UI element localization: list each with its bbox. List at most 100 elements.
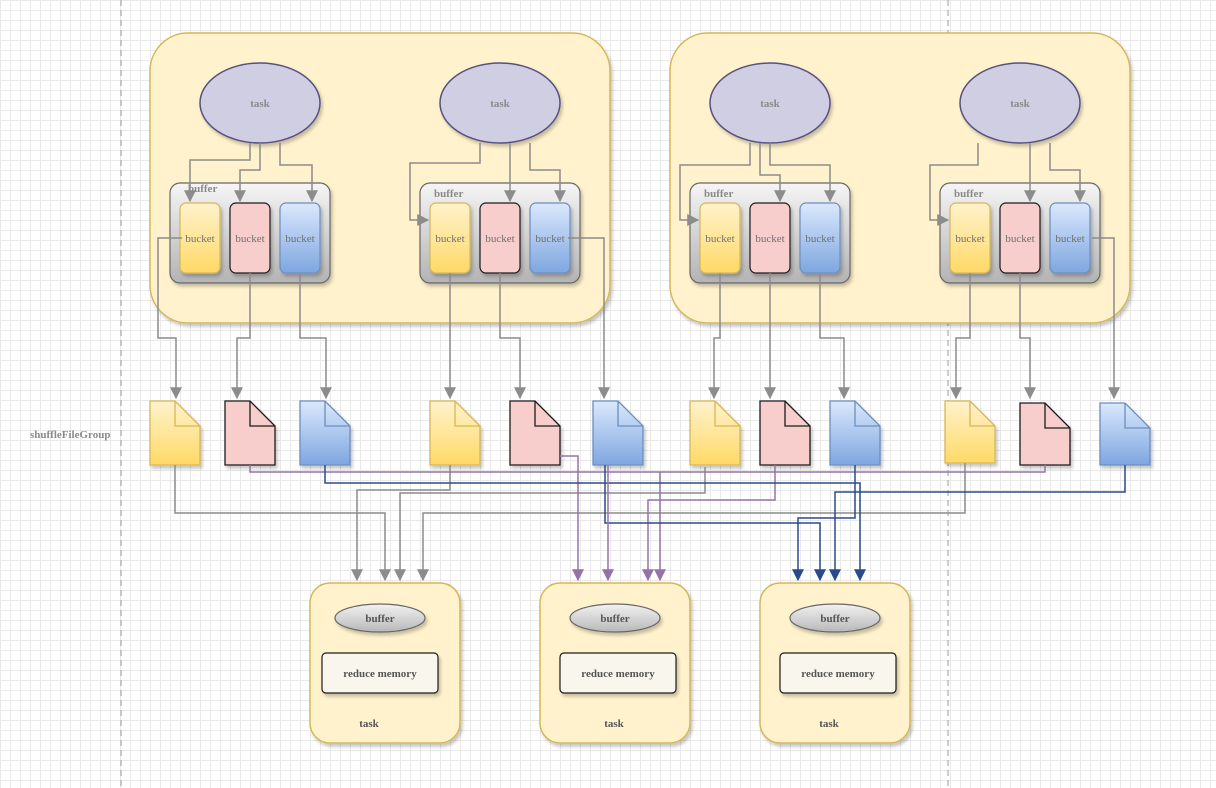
file-fold [714, 401, 740, 427]
shuffle-file-blue[interactable] [592, 400, 644, 466]
shuffle-file-pink[interactable] [509, 400, 561, 466]
file-fold [784, 401, 810, 427]
file-fold [454, 401, 480, 427]
arrow [529, 143, 566, 203]
arrow [929, 143, 979, 226]
file-to-reduce-arrows-navy [324, 465, 1126, 582]
executor-node-2: task buffer bucket bucket bucket task bu… [669, 32, 1131, 324]
arrow [299, 273, 332, 400]
map-task-ellipse[interactable] [439, 62, 561, 144]
shuffle-file-group-label: shuffleFileGroup [30, 429, 110, 441]
arrow [660, 465, 1046, 473]
reduce-buffer-ellipse [334, 603, 426, 633]
bucket-label: bucket [805, 233, 834, 245]
file-fold [1124, 403, 1150, 429]
arrow [708, 273, 721, 400]
arrow [417, 463, 966, 582]
reduce-buffer-label: buffer [820, 613, 849, 625]
reduce-memory-box [321, 652, 439, 694]
arrow [279, 143, 318, 203]
reduce-memory-box [779, 652, 897, 694]
arrow [351, 465, 451, 582]
shuffle-file-pink[interactable] [1019, 402, 1071, 466]
reduce-task-label: task [604, 718, 624, 730]
file-fold [1044, 403, 1070, 429]
bucket-label: bucket [705, 233, 734, 245]
arrow [829, 465, 1126, 582]
arrow [1019, 273, 1036, 400]
map-task-ellipse[interactable] [959, 62, 1081, 144]
file-fold [854, 401, 880, 427]
arrow [819, 273, 850, 400]
arrow [1092, 237, 1120, 400]
shuffle-file-yellow[interactable] [689, 400, 741, 466]
file-fold [534, 401, 560, 427]
file-fold [174, 401, 200, 427]
file-fold [617, 401, 643, 427]
shuffle-file-yellow[interactable] [429, 400, 481, 466]
arrow [184, 143, 251, 203]
bucket-label: bucket [1005, 233, 1034, 245]
file-fold [324, 401, 350, 427]
map-task-label: task [760, 98, 780, 110]
reduce-task-label: task [359, 718, 379, 730]
arrow [409, 143, 481, 226]
arrow [499, 273, 526, 400]
reduce-buffer-ellipse [569, 603, 661, 633]
reduce-task-3: buffer reduce memory task [759, 582, 911, 744]
arrow [679, 143, 751, 226]
reduce-memory-label: reduce memory [343, 668, 417, 680]
bucket-blue[interactable] [1049, 202, 1091, 274]
reduce-buffer-label: buffer [600, 613, 629, 625]
arrow [769, 143, 836, 203]
arrow [560, 455, 584, 582]
reduce-task-label: task [819, 718, 839, 730]
bucket-label: bucket [1055, 233, 1084, 245]
reduce-buffer-label: buffer [365, 613, 394, 625]
file-fold [969, 401, 995, 427]
bucket-label: bucket [285, 233, 314, 245]
reduce-memory-label: reduce memory [581, 668, 655, 680]
executor-node-1: task buffer bucket bucket bucket task bu… [149, 32, 611, 324]
shuffle-file-pink[interactable] [224, 400, 276, 466]
bucket-label: bucket [435, 233, 464, 245]
bucket-label: bucket [955, 233, 984, 245]
bucket-label: bucket [755, 233, 784, 245]
arrow [231, 273, 251, 400]
reduce-buffer-ellipse [789, 603, 881, 633]
arrow [1049, 143, 1086, 203]
task-to-bucket-arrows [184, 143, 1086, 226]
shuffle-files [149, 400, 1151, 466]
reduce-memory-box [559, 652, 677, 694]
arrow [324, 465, 866, 582]
file-fold [249, 401, 275, 427]
reduce-task-1: buffer reduce memory task [309, 582, 461, 744]
arrow [234, 143, 261, 203]
reduce-memory-label: reduce memory [801, 668, 875, 680]
bucket-label: bucket [485, 233, 514, 245]
map-task-label: task [250, 98, 270, 110]
arrow [950, 273, 971, 400]
buffer-label: buffer [434, 188, 463, 200]
arrow [249, 465, 666, 582]
shuffle-file-blue[interactable] [1099, 402, 1151, 466]
bucket-label: bucket [535, 233, 564, 245]
shuffle-file-blue[interactable] [299, 400, 351, 466]
bucket-to-file-arrows [157, 237, 1120, 400]
arrow [604, 465, 826, 582]
arrow [174, 465, 391, 582]
reduce-task-2: buffer reduce memory task [539, 582, 691, 744]
bucket-label: bucket [235, 233, 264, 245]
arrow [157, 237, 182, 400]
arrow [568, 237, 610, 400]
shuffle-file-yellow[interactable] [944, 400, 996, 464]
shuffle-file-blue[interactable] [829, 400, 881, 466]
file-to-reduce-arrows-gray [174, 463, 966, 582]
buffer-label: buffer [704, 188, 733, 200]
arrow [394, 467, 706, 582]
shuffle-file-pink[interactable] [759, 400, 811, 466]
map-task-label: task [1010, 98, 1030, 110]
bucket-label: bucket [185, 233, 214, 245]
shuffle-file-yellow[interactable] [149, 400, 201, 466]
